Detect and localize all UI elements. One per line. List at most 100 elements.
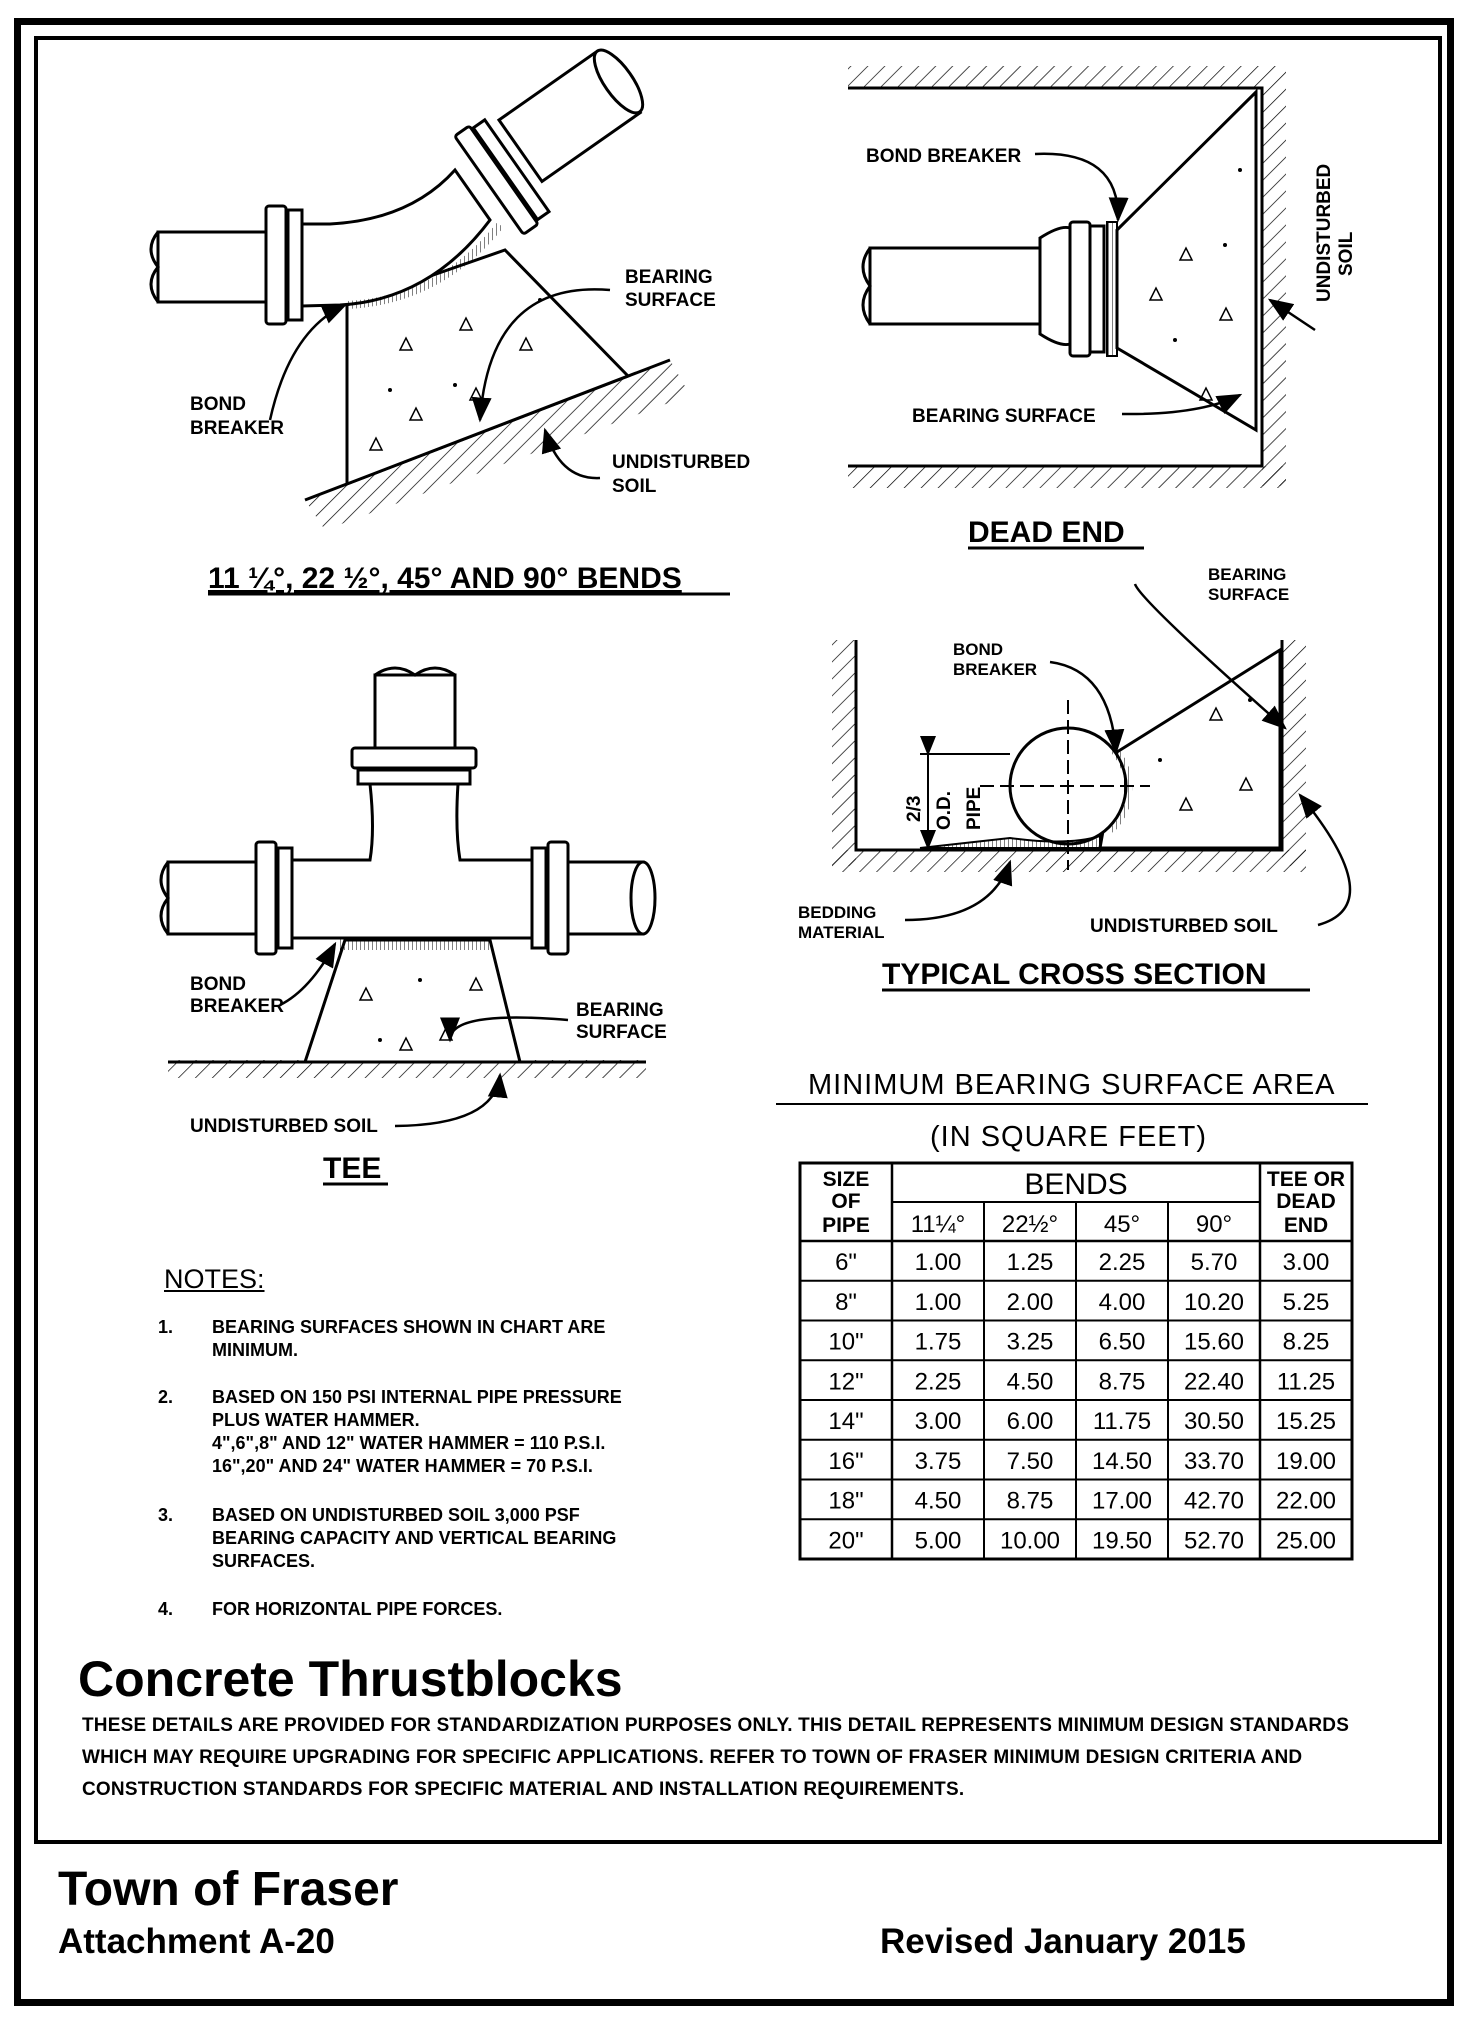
bends-bearing-label-1: BEARING	[625, 267, 713, 288]
pipe-size-cell: 18"	[828, 1488, 863, 1515]
note-2-text: BASED ON 150 PSI INTERNAL PIPE PRESSURE …	[212, 1387, 622, 1476]
revision-date: Revised January 2015	[880, 1922, 1246, 1961]
cross-bond-label-2: BREAKER	[953, 660, 1037, 679]
dead-end-title: DEAD END	[968, 516, 1125, 549]
area-cell: 8.25	[1283, 1329, 1330, 1356]
tee-header-3: END	[1284, 1214, 1328, 1237]
area-cell: 5.00	[915, 1527, 962, 1554]
bends-title: 11 ¼°, 22 ½°, 45° AND 90° BENDS	[208, 562, 682, 595]
note-3-number: 3.	[158, 1505, 174, 1525]
bends-pipe-left	[156, 230, 275, 304]
area-cell: 5.70	[1191, 1249, 1238, 1276]
area-cell: 15.25	[1276, 1408, 1336, 1435]
note-1-number: 1.	[158, 1317, 174, 1337]
town-name: Town of Fraser	[58, 1863, 399, 1916]
area-cell: 42.70	[1184, 1488, 1244, 1515]
cross-soil-label: UNDISTURBED SOIL	[1090, 916, 1278, 937]
bends-bearing-leader	[471, 288, 611, 423]
area-cell: 1.00	[915, 1289, 962, 1316]
area-cell: 10.20	[1184, 1289, 1244, 1316]
drawing-title: Concrete Thrustblocks	[78, 1651, 623, 1707]
area-cell: 10.00	[1000, 1527, 1060, 1554]
tee-bearing-label-2: SURFACE	[576, 1022, 667, 1043]
dead-end-pipe	[868, 246, 1042, 326]
cross-od-label-1: 2/3	[904, 796, 925, 822]
area-cell: 11.25	[1277, 1368, 1335, 1395]
area-cell: 3.25	[1007, 1329, 1054, 1356]
dead-end-bearing-label: BEARING SURFACE	[912, 406, 1096, 427]
area-cell: 2.25	[915, 1368, 962, 1395]
size-header-1: SIZE	[823, 1168, 870, 1191]
area-cell: 3.00	[915, 1408, 962, 1435]
angle-header-2: 22½°	[1002, 1211, 1058, 1238]
area-cell: 4.00	[1099, 1289, 1146, 1316]
area-cell: 19.50	[1092, 1527, 1152, 1554]
cross-bedding-label-1: BEDDING	[798, 903, 876, 922]
area-cell: 3.00	[1283, 1249, 1330, 1276]
pipe-size-cell: 8"	[835, 1289, 857, 1316]
bends-bearing-label-2: SURFACE	[625, 290, 716, 311]
bends-soil-hatch	[305, 360, 690, 530]
cross-bond-label-1: BOND	[953, 640, 1003, 659]
bends-bond-breaker	[347, 222, 504, 309]
tee-detail: BOND BREAKER BEARING SURFACE UNDISTURBED…	[159, 666, 667, 1186]
area-cell: 2.25	[1099, 1249, 1146, 1276]
tee-bond-label-1: BOND	[190, 974, 246, 995]
cross-thrust-block	[1098, 647, 1282, 850]
bends-bond-leader	[268, 303, 348, 421]
area-cell: 25.00	[1276, 1527, 1336, 1554]
tee-thrust-block	[302, 938, 522, 1064]
area-cell: 22.00	[1276, 1488, 1336, 1515]
tee-header-2: DEAD	[1276, 1190, 1336, 1213]
area-cell: 17.00	[1092, 1488, 1152, 1515]
cross-bearing-label-1: BEARING	[1208, 565, 1286, 584]
tee-soil-label: UNDISTURBED SOIL	[190, 1116, 378, 1137]
dead-end-soil-label-2: SOIL	[1336, 231, 1357, 276]
area-cell: 11.75	[1093, 1408, 1151, 1435]
cross-bedding	[919, 834, 1101, 849]
size-header-2: OF	[831, 1190, 860, 1213]
tee-body	[290, 782, 534, 940]
pipe-size-cell: 12"	[828, 1368, 863, 1395]
area-cell: 1.00	[915, 1249, 962, 1276]
area-cell: 6.50	[1099, 1329, 1146, 1356]
area-cell: 1.75	[915, 1329, 962, 1356]
angle-header-4: 90°	[1196, 1211, 1232, 1238]
dead-end-detail: BOND BREAKER BEARING SURFACE UNDISTURBED…	[848, 66, 1357, 550]
note-4-text: FOR HORIZONTAL PIPE FORCES.	[212, 1599, 503, 1619]
note-2-number: 2.	[158, 1387, 174, 1407]
table-title: MINIMUM BEARING SURFACE AREA	[808, 1069, 1336, 1101]
area-cell: 22.40	[1184, 1368, 1244, 1395]
dead-end-bond-breaker	[1106, 221, 1118, 357]
bends-detail: BEARING SURFACE BOND BREAKER UNDISTURBED…	[149, 48, 750, 596]
cross-bearing-label-2: SURFACE	[1208, 585, 1289, 604]
pipe-size-cell: 10"	[828, 1329, 863, 1356]
bends-flange-left	[264, 204, 288, 326]
bends-header: BENDS	[1024, 1168, 1127, 1201]
bends-soil-leader	[541, 427, 601, 480]
tee-bond-label-2: BREAKER	[190, 996, 284, 1017]
area-cell: 6.00	[1007, 1408, 1054, 1435]
area-cell: 8.75	[1007, 1488, 1054, 1515]
size-header-3: PIPE	[822, 1214, 870, 1237]
bends-bond-label-1: BOND	[190, 394, 246, 415]
area-cell: 3.75	[915, 1448, 962, 1475]
pipe-size-cell: 20"	[828, 1527, 863, 1554]
inner-border	[34, 36, 1442, 1844]
bends-soil-label-2: SOIL	[612, 476, 657, 497]
dead-end-thrust-block	[1115, 88, 1258, 433]
cross-section-detail: BEARING SURFACE BOND BREAKER 2/3 O.D. PI…	[798, 565, 1352, 992]
pipe-size-cell: 14"	[828, 1408, 863, 1435]
tee-bearing-label-1: BEARING	[576, 1000, 664, 1021]
area-cell: 15.60	[1184, 1329, 1244, 1356]
tee-title: TEE	[323, 1152, 381, 1185]
angle-header-3: 45°	[1104, 1211, 1140, 1238]
cross-title: TYPICAL CROSS SECTION	[882, 958, 1267, 991]
cross-bedding-label-2: MATERIAL	[798, 923, 885, 942]
area-cell: 7.50	[1007, 1448, 1054, 1475]
area-cell: 19.00	[1276, 1448, 1336, 1475]
